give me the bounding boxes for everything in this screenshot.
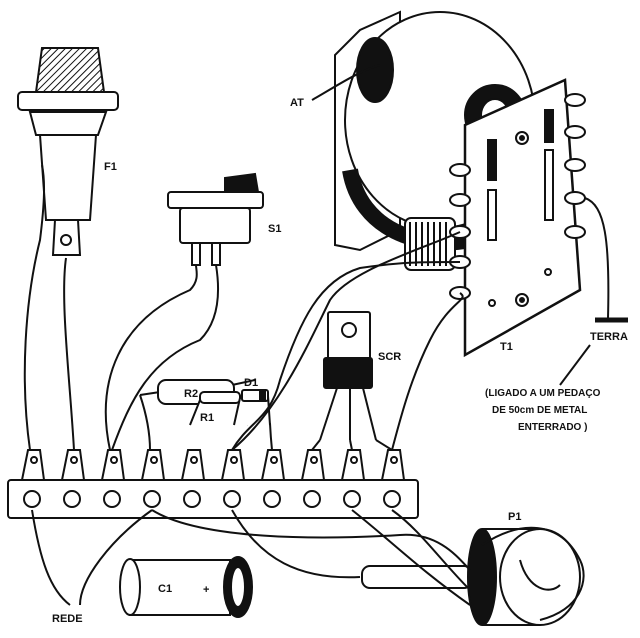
switch-s1 bbox=[167, 172, 264, 266]
terminal-strip bbox=[7, 449, 419, 519]
strip-lugs bbox=[20, 449, 406, 481]
label-f1: F1 bbox=[104, 161, 117, 173]
ground-note-pointer bbox=[559, 344, 591, 386]
label-r1: R1 bbox=[200, 412, 214, 424]
label-d1: D1 bbox=[244, 377, 258, 389]
potentiometer-p1 bbox=[361, 528, 581, 626]
label-t1: T1 bbox=[500, 341, 513, 353]
transformer-lugs bbox=[449, 93, 586, 300]
transformer-t1 bbox=[311, 10, 628, 358]
label-p1: P1 bbox=[508, 511, 521, 523]
label-r2: R2 bbox=[184, 388, 198, 400]
ground-note: (LIGADO A UM PEDAÇO DE 50cm DE METAL ENT… bbox=[485, 388, 601, 433]
label-rede: REDE bbox=[52, 613, 83, 625]
label-at: AT bbox=[290, 97, 304, 109]
label-s1: S1 bbox=[268, 223, 281, 235]
label-c1-plus: + bbox=[203, 584, 209, 596]
note-line-2: DE 50cm DE METAL bbox=[492, 405, 587, 416]
labels: F1 S1 AT T1 TERRA SCR R2 R1 D1 C1 + P1 R… bbox=[52, 97, 628, 625]
wires bbox=[23, 164, 585, 621]
label-c1: C1 bbox=[158, 583, 172, 595]
scr-thyristor bbox=[319, 311, 377, 441]
note-line-1: (LIGADO A UM PEDAÇO bbox=[485, 388, 601, 399]
label-scr: SCR bbox=[378, 351, 401, 363]
capacitor-c1 bbox=[119, 556, 253, 618]
label-terra: TERRA bbox=[590, 331, 628, 343]
note-line-3: ENTERRADO ) bbox=[518, 422, 587, 433]
fuse-holder-f1 bbox=[17, 47, 119, 256]
strip-screws bbox=[23, 490, 401, 508]
